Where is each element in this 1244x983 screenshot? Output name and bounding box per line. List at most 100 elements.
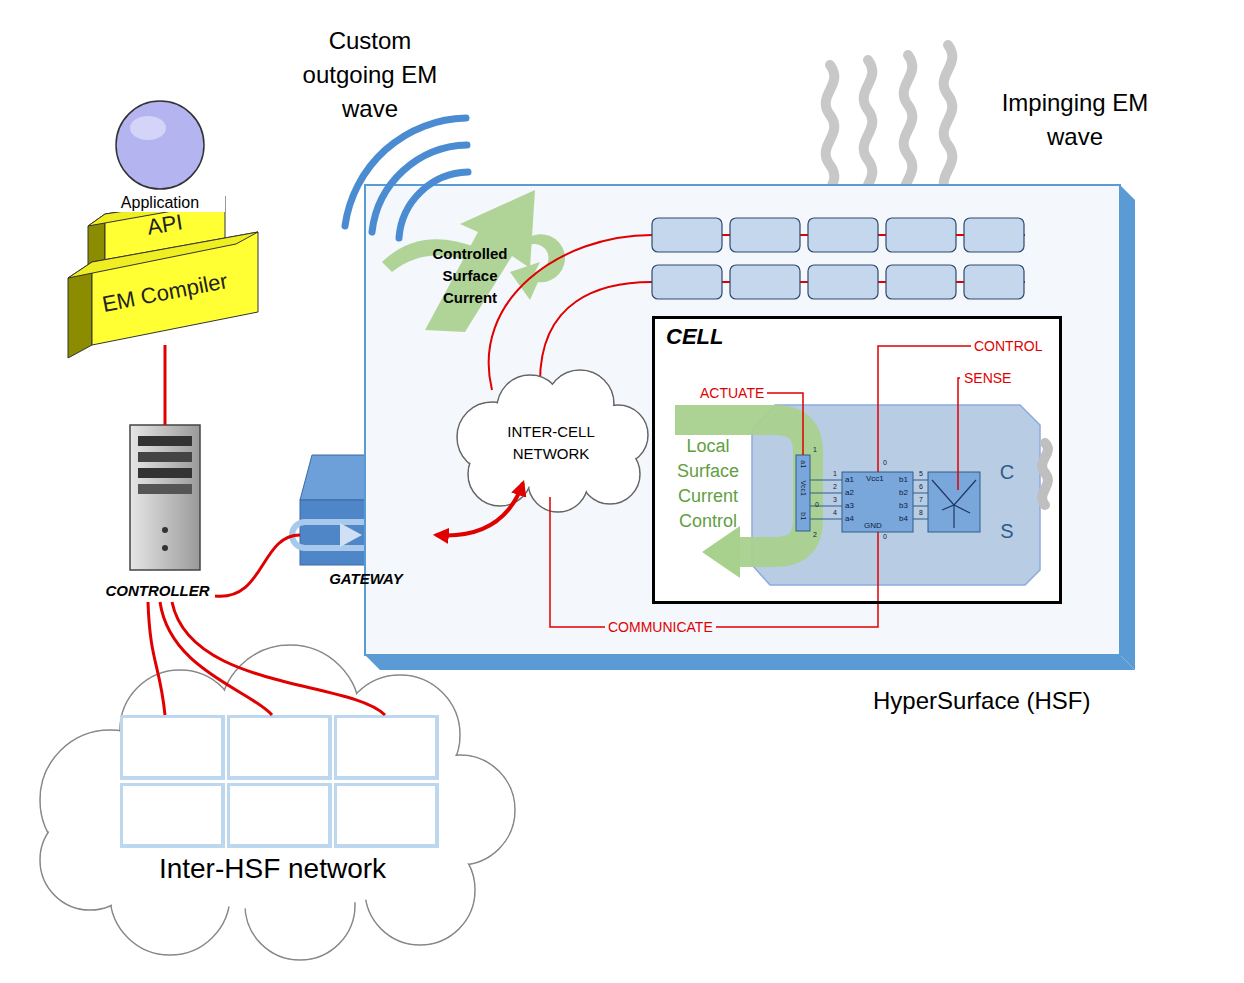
pin-name: b2 [899,488,913,498]
impinging-wave [904,55,913,205]
node-text: INTER-CELL NETWORK [491,421,611,465]
cell-interior [652,316,1062,604]
pin-name: a2 [845,488,859,498]
controller-links [160,602,385,715]
component-wires [810,493,842,494]
hsf-tile [230,786,328,844]
node-text: EM Compiler [69,262,261,324]
current-label: Local Surface Current Control [663,434,753,534]
metasurface-cell [652,265,722,299]
application-stack [130,116,166,140]
connector [215,535,300,596]
signal-wire [958,378,960,490]
signal-name: ACTUATE [700,385,766,402]
pin-number: 8 [916,509,926,517]
metasurface-cell [730,218,800,252]
component-wires [810,519,842,520]
inter-hsf-cloud [40,645,515,960]
signal-wire [767,346,971,603]
network-cloud: Inter-HSF network [45,680,500,938]
inter-cell-cloud [457,370,648,512]
pin-name: b4 [899,514,913,524]
inter-hsf-cloud [121,671,239,789]
cell-interior [1042,443,1048,505]
api-layer: API [100,200,230,262]
component-wires [810,506,842,507]
pin-name: a1 [845,475,859,485]
inter-cell-cloud [472,398,632,488]
hsf-tile [230,718,328,776]
metasurface-cell [964,265,1024,299]
server-icon [138,468,192,478]
cell-interior [842,472,913,532]
hsf-tile [123,786,221,844]
pin-name: Vcc1 [866,474,888,484]
pin-number: 7 [916,496,926,504]
signal-name: CONTROL [974,338,1054,355]
inter-hsf-cloud [40,645,515,960]
hsf-panel [365,185,1120,655]
pin-name: a3 [845,501,859,511]
server-icon [138,436,192,446]
sensor-element [928,472,980,532]
hsf-panel [1120,185,1135,670]
metasurface-cell [808,265,878,299]
node-text: GATEWAY [290,570,442,588]
metasurface-cell [652,218,1024,299]
metasurface-cell [886,218,956,252]
cell-interior [652,316,1062,604]
wave-label: Impinging EM wave [1000,86,1150,154]
pin-name: b1 [799,504,807,528]
pin-number: 2 [830,483,840,491]
node-text: CELL [666,324,746,350]
cell-box: CELL [652,316,1062,604]
node-text: Inter-HSF network [105,852,440,886]
compiler-layer: EM Compiler [70,250,260,345]
hsf-panel [365,655,1135,670]
application-stack [68,101,258,358]
connector [436,483,523,535]
pin-number: 4 [830,509,840,517]
component-wires [913,506,928,507]
app-circle: Application [115,100,205,190]
inter-hsf-cloud [41,646,514,959]
server-icon [138,452,192,462]
network-cloud: INTER-CELL NETWORK [455,383,647,505]
sensor-element [928,472,980,532]
port-letter: C [996,460,1018,484]
controlled-current-arrow [382,190,565,332]
signal-wire [767,393,803,455]
controller-server: CONTROLLER [100,425,215,602]
metasurface-cell [886,265,956,299]
pin-number: 3 [830,496,840,504]
cell-interior [702,526,740,578]
hsf-tile [123,718,221,776]
pin-name: a1 [799,452,807,476]
component-wires [913,493,928,494]
hsf-tile [227,783,332,848]
inter-cell-cloud [458,371,647,511]
gateway-icon [340,523,362,547]
gateway-box: GATEWAY [300,455,432,565]
pin-number: 0 [883,533,891,541]
node-text: CONTROLLER [90,582,225,600]
outgoing-wave [399,172,468,238]
metasurface-cell [964,218,1024,252]
node-text: API [99,202,232,248]
outgoing-wave [345,118,468,238]
pin-number: 1 [810,446,820,454]
edge-label: COMMUNICATE [605,619,716,636]
component-wires [913,519,928,520]
metasurface-cell [652,218,722,252]
impinging-wave [944,45,953,195]
pin-name: Vcc1 [799,476,807,500]
connector [164,345,167,425]
hsf-tile [227,715,332,780]
signal-wire [877,532,879,603]
current-label: Controlled Surface Current [420,243,520,308]
signal-wire [878,346,971,472]
node-text: HyperSurface (HSF) [873,687,1153,716]
node-text: Application [95,193,225,212]
metasurface-cell [808,218,878,252]
